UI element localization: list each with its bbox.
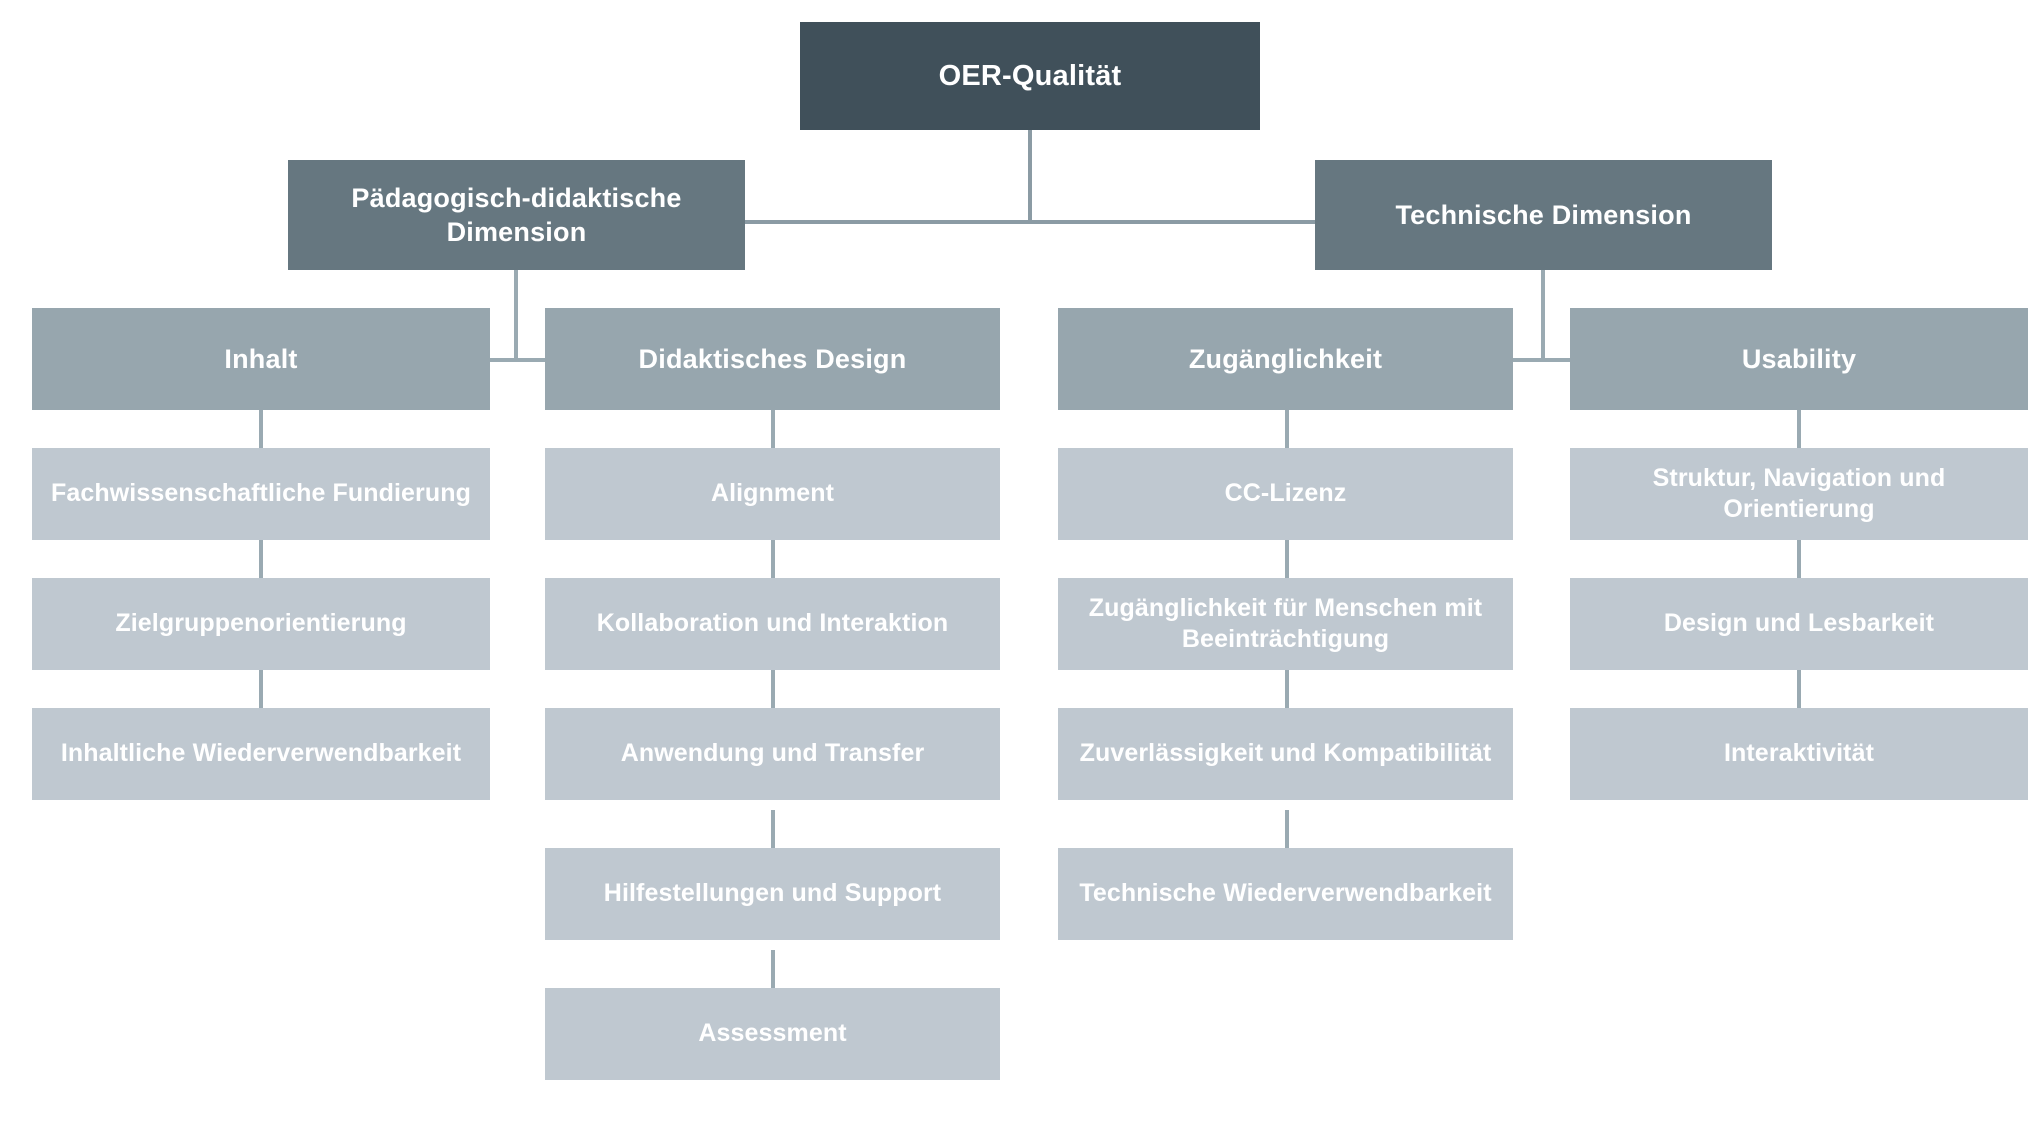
connector-dimension-left-stem bbox=[514, 270, 518, 362]
connector-spine-col4 bbox=[1797, 670, 1801, 708]
leaf-item[interactable]: Fachwissenschaftliche Fundierung bbox=[32, 448, 490, 540]
connector-dimension-right-stem bbox=[1541, 270, 1545, 362]
connector-spine-col3 bbox=[1285, 670, 1289, 708]
connector-spine-col3 bbox=[1285, 810, 1289, 848]
leaf-item[interactable]: Assessment bbox=[545, 988, 1000, 1080]
node-dimension-technical[interactable]: Technische Dimension bbox=[1315, 160, 1772, 270]
connector-spine-col1 bbox=[259, 540, 263, 578]
leaf-item[interactable]: Kollaboration und Interaktion bbox=[545, 578, 1000, 670]
connector-spine-col2 bbox=[771, 410, 775, 448]
leaf-item[interactable]: Design und Lesbarkeit bbox=[1570, 578, 2028, 670]
leaf-item[interactable]: Hilfestellungen und Support bbox=[545, 848, 1000, 940]
connector-spine-col4 bbox=[1797, 540, 1801, 578]
leaf-item[interactable]: Zugänglichkeit für Menschen mit Beeinträ… bbox=[1058, 578, 1513, 670]
node-category-zugaenglichkeit[interactable]: Zugänglichkeit bbox=[1058, 308, 1513, 410]
node-root[interactable]: OER-Qualität bbox=[800, 22, 1260, 130]
connector-category-bus-right bbox=[1513, 358, 1570, 362]
node-dimension-pedagogical[interactable]: Pädagogisch-didaktische Dimension bbox=[288, 160, 745, 270]
leaf-item[interactable]: Zielgruppenorientierung bbox=[32, 578, 490, 670]
connector-spine-col3 bbox=[1285, 410, 1289, 448]
leaf-item[interactable]: Inhaltliche Wiederverwendbarkeit bbox=[32, 708, 490, 800]
leaf-item[interactable]: CC-Lizenz bbox=[1058, 448, 1513, 540]
connector-spine-col2 bbox=[771, 950, 775, 988]
connector-spine-col2 bbox=[771, 670, 775, 708]
leaf-item[interactable]: Anwendung und Transfer bbox=[545, 708, 1000, 800]
leaf-item[interactable]: Interaktivität bbox=[1570, 708, 2028, 800]
node-category-usability[interactable]: Usability bbox=[1570, 308, 2028, 410]
connector-category-bus-left bbox=[490, 358, 545, 362]
leaf-item[interactable]: Alignment bbox=[545, 448, 1000, 540]
connector-spine-col1 bbox=[259, 670, 263, 708]
connector-spine-col2 bbox=[771, 540, 775, 578]
leaf-item[interactable]: Technische Wiederverwendbarkeit bbox=[1058, 848, 1513, 940]
leaf-item[interactable]: Struktur, Navigation und Orientierung bbox=[1570, 448, 2028, 540]
connector-dimension-bus bbox=[745, 220, 1315, 224]
connector-spine-col4 bbox=[1797, 410, 1801, 448]
connector-spine-col2 bbox=[771, 810, 775, 848]
node-category-didaktisches-design[interactable]: Didaktisches Design bbox=[545, 308, 1000, 410]
node-category-inhalt[interactable]: Inhalt bbox=[32, 308, 490, 410]
connector-spine-col3 bbox=[1285, 540, 1289, 578]
connector-spine-col1 bbox=[259, 410, 263, 448]
leaf-item[interactable]: Zuverlässigkeit und Kompatibilität bbox=[1058, 708, 1513, 800]
connector-root-stem bbox=[1028, 130, 1032, 222]
